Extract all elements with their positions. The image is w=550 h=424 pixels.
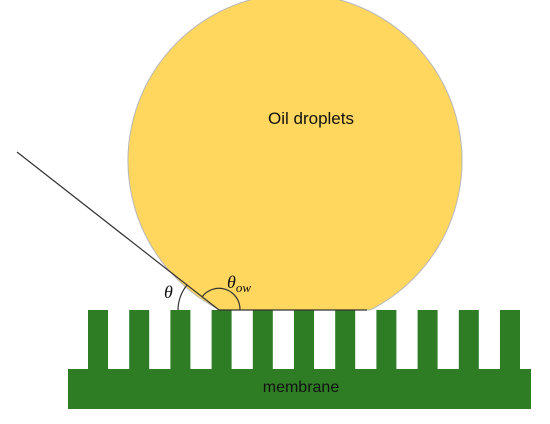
- membrane-base: [68, 369, 531, 409]
- membrane-pillar: [211, 310, 232, 370]
- membrane-pillar: [335, 310, 356, 370]
- theta-angle-arc: [177, 284, 188, 311]
- membrane-pillar: [129, 310, 150, 370]
- droplet-label: Oil droplets: [268, 109, 354, 128]
- tangent-line: [16, 151, 220, 311]
- membrane-pillar: [500, 310, 520, 370]
- theta-ow-label: θow: [227, 272, 251, 295]
- theta-ow-angle-arc: [201, 287, 241, 311]
- membrane-pillar: [170, 310, 191, 370]
- theta-ow-subscript: ow: [236, 280, 252, 295]
- membrane-pillar: [294, 310, 314, 370]
- membrane-pillar: [88, 310, 108, 370]
- membrane-pillar: [376, 310, 397, 370]
- oil-droplet: [127, 0, 463, 311]
- membrane-pillars: [88, 310, 520, 370]
- membrane-pillar: [417, 310, 438, 370]
- membrane-pillar: [458, 310, 479, 370]
- membrane-pillar: [252, 310, 273, 370]
- membrane: [68, 310, 531, 409]
- membrane-label: membrane: [263, 379, 340, 396]
- theta-label: θ: [164, 282, 173, 302]
- theta-ow-symbol: θ: [227, 272, 236, 292]
